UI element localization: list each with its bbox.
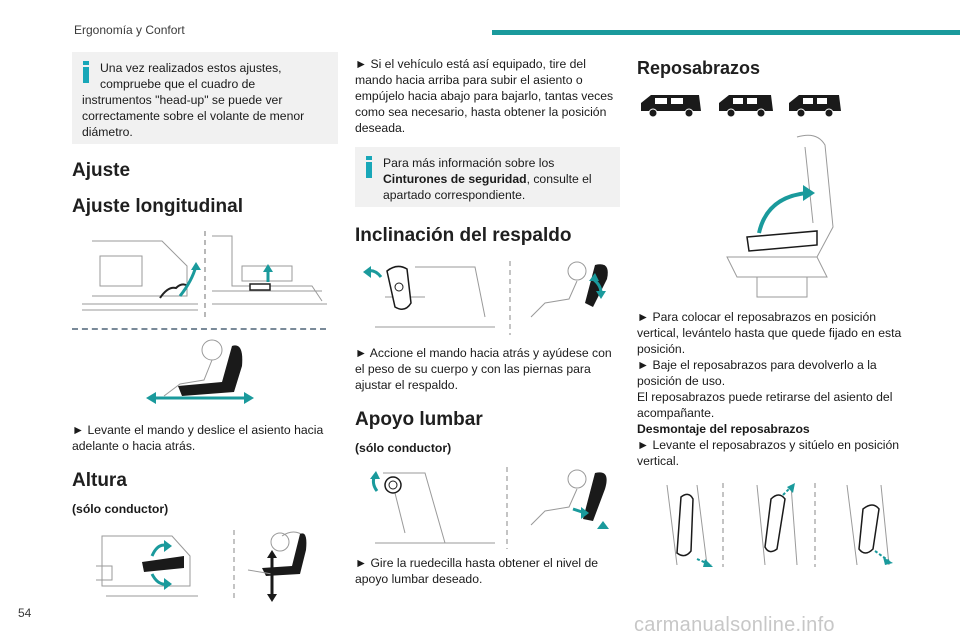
column-3: Reposabrazos (637, 52, 907, 571)
info-bold: Cinturones de seguridad (383, 172, 527, 186)
armrest-removal-illustration (666, 483, 893, 567)
header-title: Ergonomía y Confort (74, 23, 185, 37)
section-title-ajuste-longitudinal: Ajuste longitudinal (72, 196, 243, 217)
armrest-removal-title: Desmontaje del reposabrazos (637, 422, 810, 436)
info-box-head-up: Una vez realizados estos ajustes, compru… (72, 52, 338, 144)
lumbar-subtitle: (sólo conductor) (355, 441, 452, 455)
altura-subtitle: (sólo conductor) (72, 502, 169, 516)
figure-separator (72, 328, 326, 330)
seat-slide-figure (146, 339, 254, 404)
seat-height-illustration (96, 530, 307, 602)
vehicle-variant-icons (641, 95, 841, 118)
recline-illustration (363, 261, 608, 335)
armrest-seat-illustration (726, 134, 834, 298)
armrest-instruction-1: ► Para colocar el reposabrazos en posici… (637, 310, 902, 356)
armrest-note: El reposabrazos puede retirarse del asie… (637, 390, 893, 420)
info-lead: Para más información sobre los (383, 156, 555, 170)
armrest-instruction-3: ► Levante el reposabrazos y sitúelo en p… (637, 438, 900, 468)
seat-rail-illustration (82, 231, 327, 321)
column-1: Una vez realizados estos ajustes, compru… (72, 52, 338, 606)
watermark: carmanualsonline.info (634, 614, 835, 636)
lumbar-instruction: ► Gire la ruedecilla hasta obtener el ni… (355, 556, 599, 586)
info-text-lead: Una vez realizados estos ajustes, compru… (100, 61, 282, 91)
van-short-icon (641, 95, 701, 118)
info-icon (82, 61, 90, 83)
page-number: 54 (18, 606, 32, 620)
info-icon (365, 156, 373, 178)
lumbar-illustration (370, 467, 609, 549)
section-title-reposabrazos: Reposabrazos (637, 58, 761, 78)
van-medium-icon (719, 95, 773, 118)
header-accent-bar (492, 30, 960, 35)
longitudinal-instruction: ► Levante el mando y deslice el asiento … (72, 423, 324, 453)
info-box-cinturones: Para más información sobre los Cinturone… (355, 147, 620, 207)
info-rest: , consulte el apartado correspondiente. (383, 172, 592, 202)
van-compact-icon (789, 95, 841, 118)
armrest-instruction-2: ► Baje el reposabrazos para devolverlo a… (637, 358, 877, 388)
section-title-ajuste: Ajuste (72, 160, 131, 181)
section-title-altura: Altura (72, 470, 127, 491)
section-title-inclinacion: Inclinación del respaldo (355, 225, 572, 246)
info-text-rest: instrumentos "head-up" se puede ver corr… (82, 93, 305, 139)
column-2: ► Si el vehículo está así equipado, tire… (355, 52, 620, 587)
respaldo-instruction: ► Accione el mando hacia atrás y ayúdese… (355, 346, 612, 392)
altura-instruction: ► Si el vehículo está así equipado, tire… (355, 57, 614, 135)
section-title-apoyo-lumbar: Apoyo lumbar (355, 409, 483, 430)
